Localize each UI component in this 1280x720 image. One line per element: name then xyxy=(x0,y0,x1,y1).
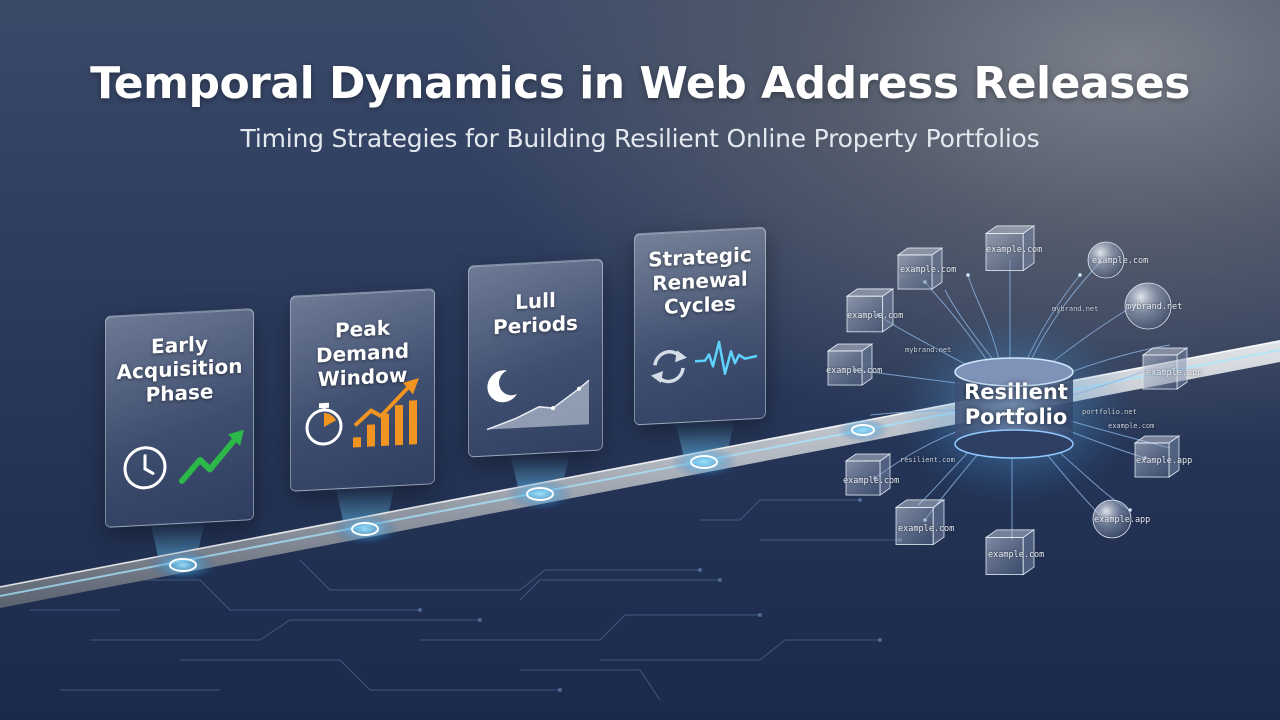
domain-label: example.com xyxy=(847,311,904,321)
domain-label: example.com xyxy=(826,366,883,376)
phase-card-strategic-renewal: Strategic Renewal Cycles xyxy=(634,226,766,426)
domain-label: example.app xyxy=(1146,368,1203,378)
phase-card-peak-demand: Peak Demand Window xyxy=(290,288,435,492)
faint-domain-label: example.com xyxy=(1108,422,1155,430)
timeline-nodes xyxy=(149,418,889,581)
crescent-moon-icon xyxy=(487,370,517,403)
faint-domain-label: resilient.com xyxy=(900,456,955,464)
domain-label: mybrand.net xyxy=(1052,305,1099,313)
hub-cylinder xyxy=(954,357,1074,459)
phase-label: Lull Periods xyxy=(493,287,578,340)
hub-label: Resilient Portfolio xyxy=(964,380,1068,429)
domain-cube xyxy=(896,247,944,290)
phase-card-lull-periods: Lull Periods xyxy=(468,258,603,458)
domain-spheres xyxy=(1087,241,1172,539)
area-chart-icon xyxy=(486,379,590,431)
circuit-nodes xyxy=(418,498,902,692)
domain-label: example.app xyxy=(1094,515,1151,525)
domain-label: example.com xyxy=(1092,256,1149,266)
domain-label: example.app xyxy=(1136,456,1193,466)
domain-cube xyxy=(1141,347,1189,390)
slide-subtitle: Timing Strategies for Building Resilient… xyxy=(240,124,1040,153)
faint-domain-label: mybrand.net xyxy=(905,346,952,354)
domain-label: example.com xyxy=(986,245,1043,255)
phase-card-early-acquisition: Early Acquisition Phase xyxy=(105,308,254,528)
domain-cube xyxy=(984,529,1036,576)
domain-cubes xyxy=(826,225,1189,576)
domain-label: mybrand.net xyxy=(1126,302,1183,312)
bar-chart-growth-icon xyxy=(353,378,419,448)
stopwatch-icon xyxy=(305,402,343,446)
circuit-traces xyxy=(30,499,900,701)
domain-label: example.com xyxy=(988,550,1045,560)
domain-label: example.com xyxy=(900,265,957,275)
clock-icon xyxy=(123,446,167,490)
domain-cube xyxy=(844,453,892,496)
phase-label: Early Acquisition Phase xyxy=(116,331,243,407)
rising-trend-arrow-icon xyxy=(179,429,244,484)
domain-cube xyxy=(894,499,946,546)
domain-label: example.com xyxy=(898,524,955,534)
domain-cube xyxy=(984,225,1036,272)
phase-label: Strategic Renewal Cycles xyxy=(648,242,752,319)
domain-cube xyxy=(845,288,895,333)
slide-title: Temporal Dynamics in Web Address Release… xyxy=(90,58,1190,109)
pulse-wave-icon xyxy=(695,340,758,375)
domain-cube xyxy=(826,343,874,386)
faint-domain-label: portfolio.net xyxy=(1082,408,1137,416)
refresh-cycle-icon xyxy=(651,350,687,384)
domain-cube xyxy=(1133,435,1181,478)
domain-label: example.com xyxy=(843,476,900,486)
